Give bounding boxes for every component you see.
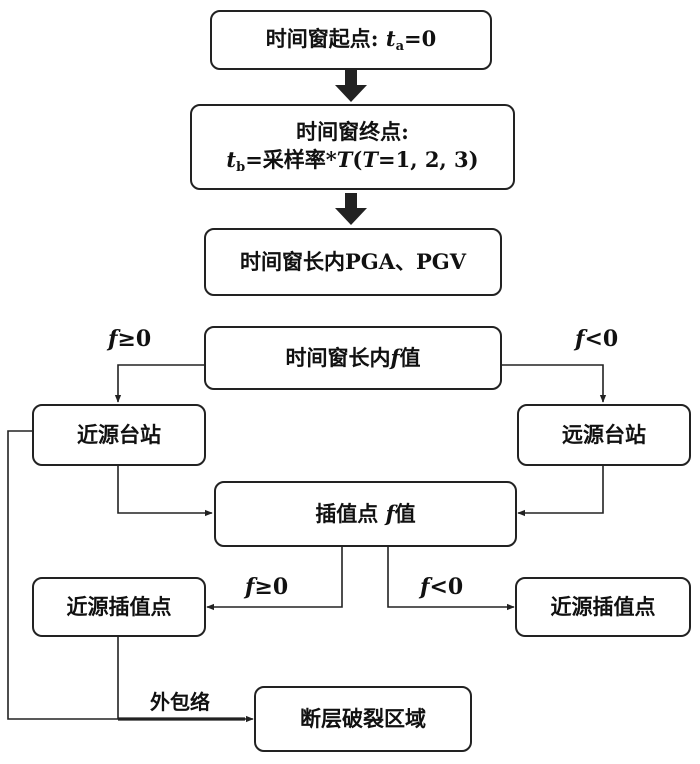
connector-far-to-interp	[517, 465, 604, 517]
interp-f-prefix: 插值点	[315, 500, 386, 526]
end-paren: (	[352, 146, 363, 172]
node-start: 时间窗起点: ta=0	[210, 10, 492, 70]
end-T1: T	[336, 146, 353, 172]
end-var: t	[226, 146, 237, 172]
node-end: 时间窗终点: tb=采样率*T(T=1, 2, 3)	[190, 104, 515, 190]
end-sub: b	[236, 159, 246, 175]
label-f-lt-mid-op: <0	[429, 574, 464, 600]
node-near-station: 近源台站	[32, 404, 206, 466]
label-envelope: 外包络	[150, 690, 210, 714]
connector-interp-to-left	[206, 547, 343, 611]
label-f-lt-right-var: f	[575, 326, 585, 352]
start-sub: a	[395, 38, 404, 54]
near-interp-right-label: 近源插值点	[550, 593, 656, 619]
node-near-interp-right: 近源插值点	[515, 577, 691, 637]
far-station-label: 远源台站	[562, 421, 646, 447]
end-values: =1, 2, 3)	[377, 146, 479, 172]
connector-interp-to-right	[387, 547, 515, 611]
connector-fwindow-to-far	[500, 364, 607, 403]
label-f-ge-left-op: ≥0	[117, 326, 152, 352]
start-label: 时间窗起点:	[265, 25, 386, 51]
near-interp-left-label: 近源插值点	[66, 593, 172, 619]
f-window-var: f	[390, 344, 400, 370]
interp-f-suffix: 值	[394, 500, 416, 526]
connector-near-to-interp	[117, 465, 213, 517]
node-pga-pgv: 时间窗长内PGA、PGV	[204, 228, 502, 296]
interp-f-var: f	[385, 500, 395, 526]
node-rupture-area: 断层破裂区域	[254, 686, 472, 752]
node-near-interp-left: 近源插值点	[32, 577, 206, 637]
label-f-ge-left-var: f	[108, 326, 118, 352]
f-window-prefix: 时间窗长内	[285, 344, 391, 370]
near-station-label: 近源台站	[77, 421, 161, 447]
node-f-window: 时间窗长内f值	[204, 326, 502, 390]
node-far-station: 远源台站	[517, 404, 691, 466]
end-T2: T	[362, 146, 378, 172]
connector-near-to-rupture	[7, 430, 254, 723]
end-line1: 时间窗终点:	[296, 118, 409, 144]
label-f-lt-right: f<0	[575, 326, 618, 352]
block-arrow-start-to-end	[335, 70, 367, 102]
label-f-ge-left: f≥0	[108, 326, 151, 352]
node-interp-f: 插值点 f值	[214, 481, 517, 547]
start-eq: =0	[404, 25, 437, 51]
block-arrow-end-to-pga	[335, 193, 367, 225]
pga-pgv-label: 时间窗长内PGA、PGV	[239, 248, 467, 274]
label-f-lt-right-op: <0	[584, 326, 619, 352]
label-f-lt-mid-var: f	[420, 574, 430, 600]
rupture-area-label: 断层破裂区域	[300, 705, 426, 731]
label-f-ge-mid: f≥0	[245, 574, 288, 600]
label-f-lt-mid: f<0	[420, 574, 463, 600]
end-eq: =采样率*	[245, 146, 337, 172]
f-window-suffix: 值	[399, 344, 421, 370]
label-f-ge-mid-op: ≥0	[254, 574, 289, 600]
start-var: t	[385, 25, 396, 51]
connector-fwindow-to-near	[114, 364, 205, 403]
label-f-ge-mid-var: f	[245, 574, 255, 600]
